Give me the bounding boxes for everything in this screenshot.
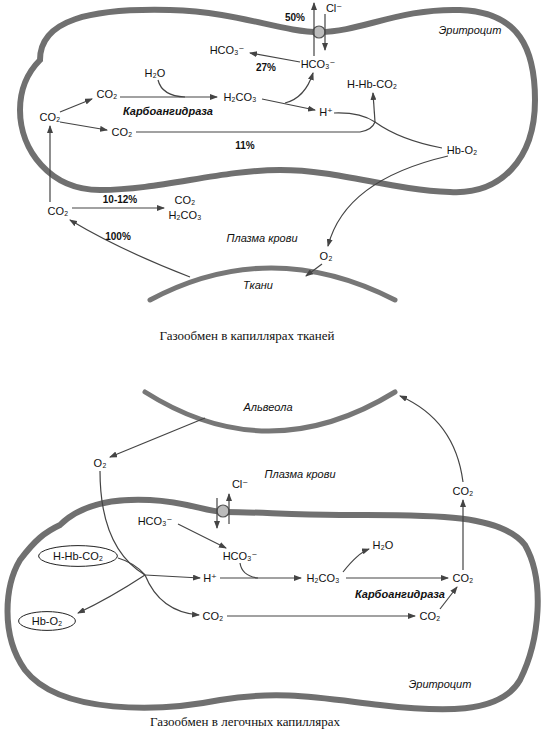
arrow <box>216 498 217 528</box>
complex-name: H-Hb-CO₂ <box>53 550 103 562</box>
arrow <box>72 207 164 208</box>
arrow <box>400 396 463 482</box>
chemical-formula: H-Hb-CO₂ <box>347 78 397 90</box>
erythrocyte-cell: Эритроцит <box>15 5 540 200</box>
chemical-formula: H⁺ <box>319 106 333 119</box>
arrow <box>220 577 301 578</box>
cell-name: Эритроцит <box>409 678 472 690</box>
chemical-formula: HCO₃⁻ <box>210 44 245 57</box>
arrow <box>328 156 448 246</box>
ellipse-border <box>19 612 76 631</box>
complex-name: Hb-O₂ <box>32 615 63 627</box>
percent-value: 27% <box>256 62 276 73</box>
complex-ellipse: Hb-O₂ <box>18 611 76 631</box>
arrow <box>313 3 314 56</box>
cell-name: Эритроцит <box>439 24 502 36</box>
chemical-formula: H⁺ <box>203 572 217 585</box>
chemical-formula: H₂CO₃ <box>306 572 339 584</box>
arrow <box>227 615 415 616</box>
arrow <box>49 126 50 202</box>
arrow <box>262 99 315 110</box>
arrow-line <box>334 113 375 122</box>
arrow <box>120 96 217 97</box>
percent-value: 50% <box>285 12 305 23</box>
arrow <box>70 220 190 277</box>
chemical-formula: CO₂ <box>97 88 118 100</box>
arrow <box>306 264 322 276</box>
arrow-line <box>158 80 185 97</box>
arrow <box>343 549 369 572</box>
complex-ellipse: H-Hb-CO₂ <box>38 545 118 567</box>
chemical-formula: CO₂ <box>48 205 69 217</box>
chemical-formula: H₂O <box>145 67 166 79</box>
arrow <box>250 53 300 62</box>
arrow <box>462 500 463 570</box>
arrow-line <box>118 558 145 575</box>
cell-membrane <box>8 500 538 710</box>
chemical-formula: HCO₃⁻ <box>223 550 258 563</box>
arrow-line <box>240 563 258 578</box>
chemical-formula: CO₂ <box>453 572 474 584</box>
percent-value: 100% <box>105 231 131 242</box>
percent-value: 11% <box>235 140 254 151</box>
enzyme-name: Карбоангидраза <box>355 588 445 600</box>
chemical-formula: CO₂ <box>203 610 224 622</box>
chemical-formula: HCO₃⁻ <box>138 515 173 528</box>
arrow <box>110 418 205 457</box>
region-label: Плазма крови <box>226 232 297 244</box>
arrow <box>324 14 325 50</box>
chemical-formula: CO₂ <box>40 111 61 123</box>
chemical-formula: CO₂ <box>420 610 441 622</box>
chemical-formula: HCO₃⁻ <box>301 58 336 71</box>
arrow <box>346 577 448 578</box>
chemical-formula: CO₂ <box>112 126 133 138</box>
tissue-wall <box>150 268 395 300</box>
arrow <box>373 93 375 122</box>
arrow <box>178 524 226 548</box>
cell-membrane <box>20 10 535 192</box>
chemical-formula: Hb-O₂ <box>447 144 478 156</box>
region-label: Плазма крови <box>264 468 335 480</box>
chemical-formula: O₂ <box>94 457 107 469</box>
chemical-formula: O₂ <box>320 250 333 262</box>
chemical-formula: CO₂ <box>453 485 474 497</box>
transporter-symbol <box>217 505 229 517</box>
arrow <box>145 575 200 578</box>
arrow <box>228 494 229 524</box>
ellipse-border <box>39 546 118 567</box>
transporter-symbol <box>313 26 325 38</box>
chemical-formula: H₂O <box>373 539 394 551</box>
region-label: Ткани <box>243 279 273 291</box>
figure-caption: Газообмен в легочных капиллярах <box>150 714 340 730</box>
percent-value: 10-12% <box>103 194 137 205</box>
chemical-formula: CO₂ <box>175 194 196 206</box>
alveola-wall <box>145 392 395 431</box>
chemical-formula: Cl⁻ <box>326 2 342 15</box>
arrow <box>285 73 313 103</box>
arrow-line <box>375 122 442 148</box>
enzyme-name: Карбоангидраза <box>123 105 213 117</box>
figure-caption: Газообмен в капиллярах тканей <box>160 328 335 344</box>
arrow <box>60 122 107 130</box>
arrow <box>60 99 92 112</box>
chemical-formula: H₂CO₃ <box>168 209 201 221</box>
arrow <box>145 575 199 615</box>
arrow-line <box>136 122 375 132</box>
region-label: Альвеола <box>243 401 292 413</box>
chemical-formula: H₂CO₃ <box>223 91 256 103</box>
chemical-formula: Cl⁻ <box>232 478 248 491</box>
erythrocyte-cell: Эритроцит H-Hb-CO₂ Hb-O₂ <box>0 495 544 720</box>
arrow <box>78 575 145 613</box>
